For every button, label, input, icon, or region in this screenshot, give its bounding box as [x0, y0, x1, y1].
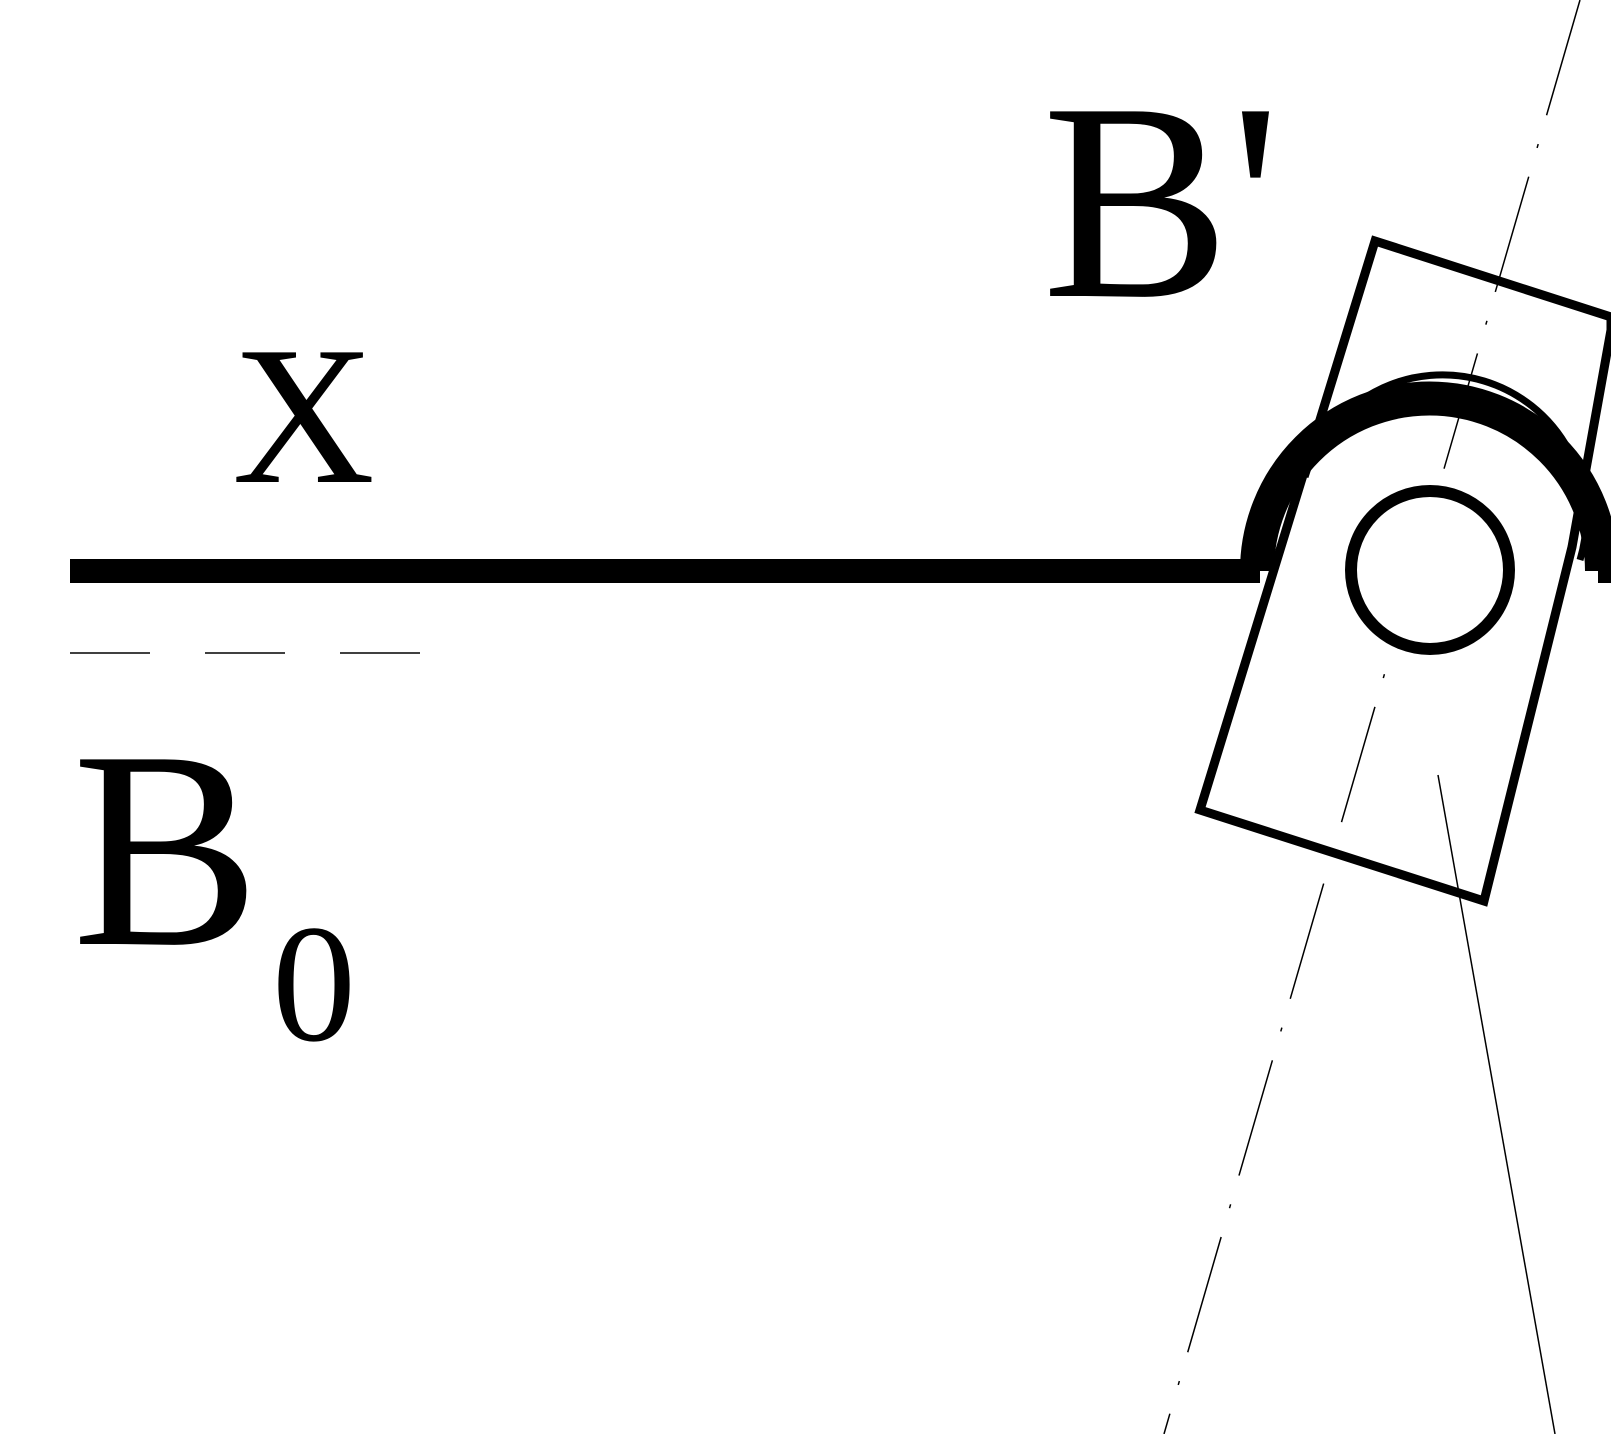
thin-link-line: [1437, 774, 1556, 1434]
label-b-prime: B': [1042, 45, 1281, 357]
label-x: X: [232, 306, 375, 525]
label-b0-subscript: 0: [272, 891, 356, 1077]
slider-axis-centerline: [1163, 0, 1581, 1434]
bearing-arc: [1240, 381, 1611, 572]
slider-block: [1194, 235, 1611, 907]
label-b0: B: [72, 693, 260, 1005]
pivot-pin: [1345, 485, 1515, 655]
